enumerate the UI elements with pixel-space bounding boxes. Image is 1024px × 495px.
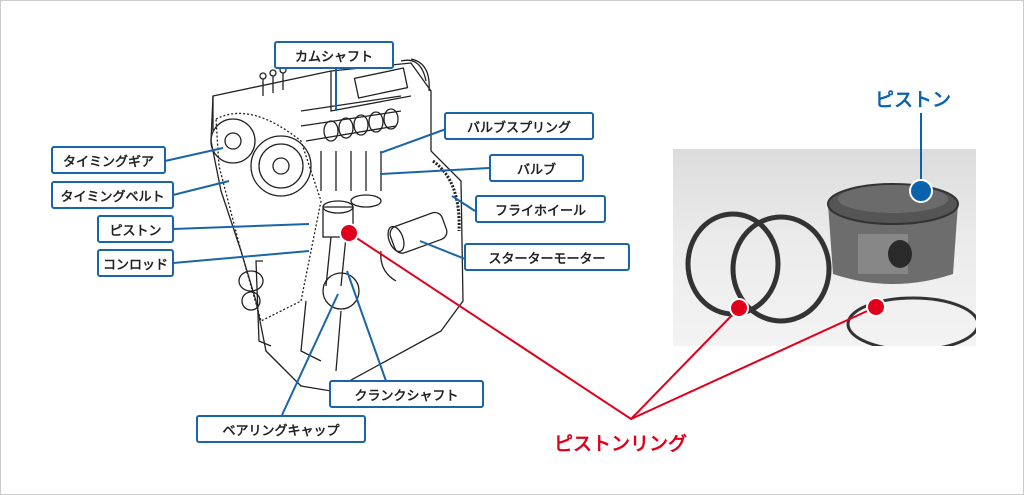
leader-piston — [172, 223, 310, 230]
leader-valve — [379, 167, 490, 175]
label-crankshaft: クランクシャフト — [329, 380, 484, 408]
leader-valve-spring — [379, 128, 447, 154]
label-piston: ピストン — [97, 215, 174, 243]
label-timing-gear: タイミングギア — [51, 146, 166, 174]
label-valve-spring: バルブスプリング — [444, 112, 594, 140]
ring-2 — [730, 214, 832, 324]
label-valve: バルブ — [489, 154, 584, 182]
leader-timing-gear — [164, 147, 224, 162]
piston-title: ピストン — [875, 89, 952, 111]
piston-ring-marker-engine — [339, 223, 359, 243]
piston-ring-marker-photo-2 — [866, 297, 886, 317]
leader-conrod — [172, 250, 310, 264]
label-camshaft: カムシャフト — [274, 41, 394, 69]
label-timing-belt: タイミングベルト — [51, 181, 174, 209]
label-conrod: コンロッド — [97, 249, 174, 277]
label-starter-motor: スターターモーター — [464, 243, 630, 271]
label-flywheel: フライホイール — [475, 195, 606, 223]
leader-crankshaft — [346, 270, 387, 382]
leader-flywheel — [451, 195, 476, 212]
leader-bearing-cap — [281, 293, 339, 416]
label-bearing-cap: ベアリングキャップ — [196, 415, 366, 443]
leader-timing-belt — [172, 180, 230, 196]
piston-ring-marker-photo-1 — [729, 298, 749, 318]
piston-ring-title: ピストンリング — [554, 433, 688, 455]
piston-marker-photo — [909, 179, 933, 203]
leader-starter-motor — [419, 240, 466, 260]
